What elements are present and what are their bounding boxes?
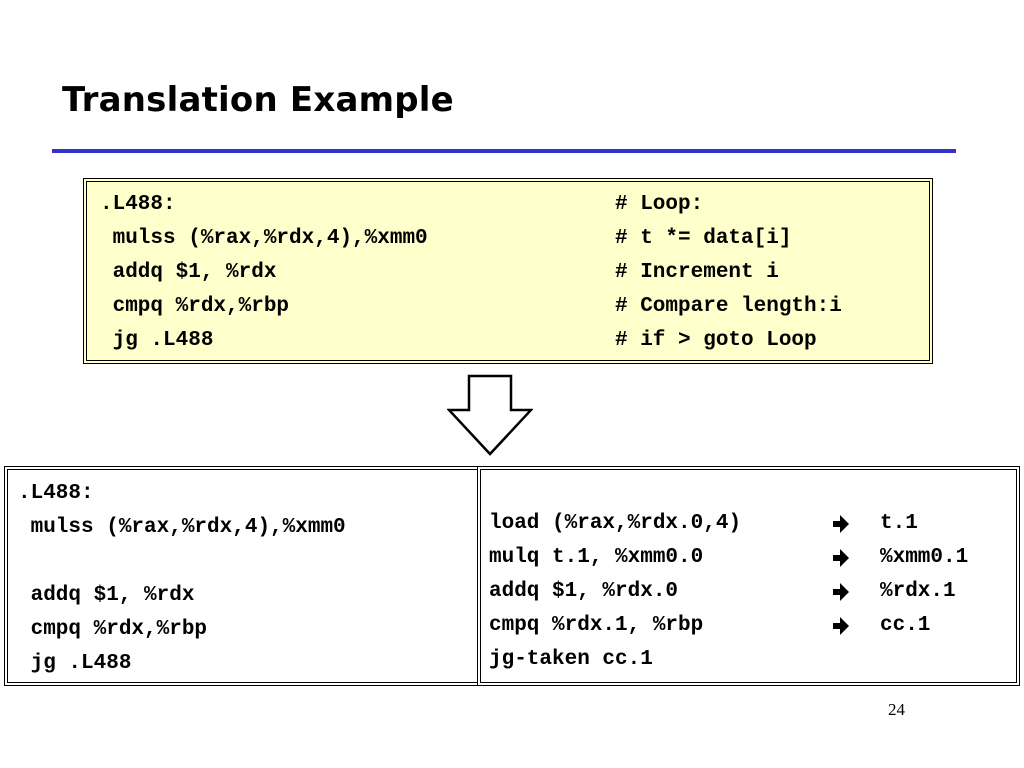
assembly-code-box: .L488: # Loop: mulss (%rax,%rdx,4),%xmm0… [83,178,933,364]
operation-row: load (%rax,%rdx.0,4) t.1 [489,507,968,541]
operation-text: addq $1, %rdx.0 [489,580,679,603]
assembly-instruction: cmpq %rdx,%rbp [100,295,290,318]
assembly-comment: # Compare length:i [615,295,842,318]
operation-text: cmpq %rdx.1, %rbp [489,614,704,637]
assembly-comment: # Increment i [615,261,779,284]
assembly-line: addq $1, %rdx # Increment i [100,256,842,290]
assembly-instruction: jg .L488 [100,329,214,352]
right-arrow-icon [832,514,880,534]
assembly-lines: .L488: # Loop: mulss (%rax,%rdx,4),%xmm0… [100,188,842,358]
assembly-instruction: .L488: [100,193,176,216]
operation-row: jg-taken cc.1 [489,643,968,677]
title-divider [52,149,956,153]
assembly-line: mulss (%rax,%rdx,4),%xmm0 [18,516,346,539]
assembly-line: cmpq %rdx,%rbp # Compare length:i [100,290,842,324]
operation-row: cmpq %rdx.1, %rbp cc.1 [489,609,968,643]
assembly-comment: # if > goto Loop [615,329,817,352]
assembly-instruction: mulss (%rax,%rdx,4),%xmm0 [100,227,428,250]
assembly-code-box-left: .L488: mulss (%rax,%rdx,4),%xmm0 addq $1… [4,466,481,686]
assembly-line [18,545,346,579]
operation-result: %rdx.1 [880,580,956,603]
operation-result: %xmm0.1 [880,546,969,569]
operation-text: mulq t.1, %xmm0.0 [489,546,704,569]
assembly-line: jg .L488 # if > goto Loop [100,324,842,358]
assembly-line: .L488: [18,482,94,505]
operation-result: cc.1 [880,614,931,637]
assembly-line: mulss (%rax,%rdx,4),%xmm0 # t *= data[i] [100,222,842,256]
operation-result: t.1 [880,512,918,535]
slide-title: Translation Example [62,80,454,120]
assembly-line: addq $1, %rdx [18,584,195,607]
operation-row: addq $1, %rdx.0 %rdx.1 [489,575,968,609]
operation-text: load (%rax,%rdx.0,4) [489,512,742,535]
page-number: 24 [888,700,905,719]
operation-row: mulq t.1, %xmm0.0 %xmm0.1 [489,541,968,575]
assembly-line: cmpq %rdx,%rbp [18,618,208,641]
assembly-line: .L488: # Loop: [100,188,842,222]
assembly-comment: # Loop: [615,193,704,216]
down-arrow-icon [447,374,533,456]
right-arrow-icon [832,548,880,568]
assembly-instruction: addq $1, %rdx [100,261,277,284]
assembly-line: jg .L488 [18,652,132,675]
operation-lines: load (%rax,%rdx.0,4) t.1 mulq t.1, %xmm0… [489,507,968,677]
assembly-lines: .L488: mulss (%rax,%rdx,4),%xmm0 addq $1… [18,477,346,681]
right-arrow-icon [832,582,880,602]
assembly-comment: # t *= data[i] [615,227,792,250]
operations-box: load (%rax,%rdx.0,4) t.1 mulq t.1, %xmm0… [477,466,1020,686]
right-arrow-icon [832,616,880,636]
operation-text: jg-taken cc.1 [489,648,653,671]
